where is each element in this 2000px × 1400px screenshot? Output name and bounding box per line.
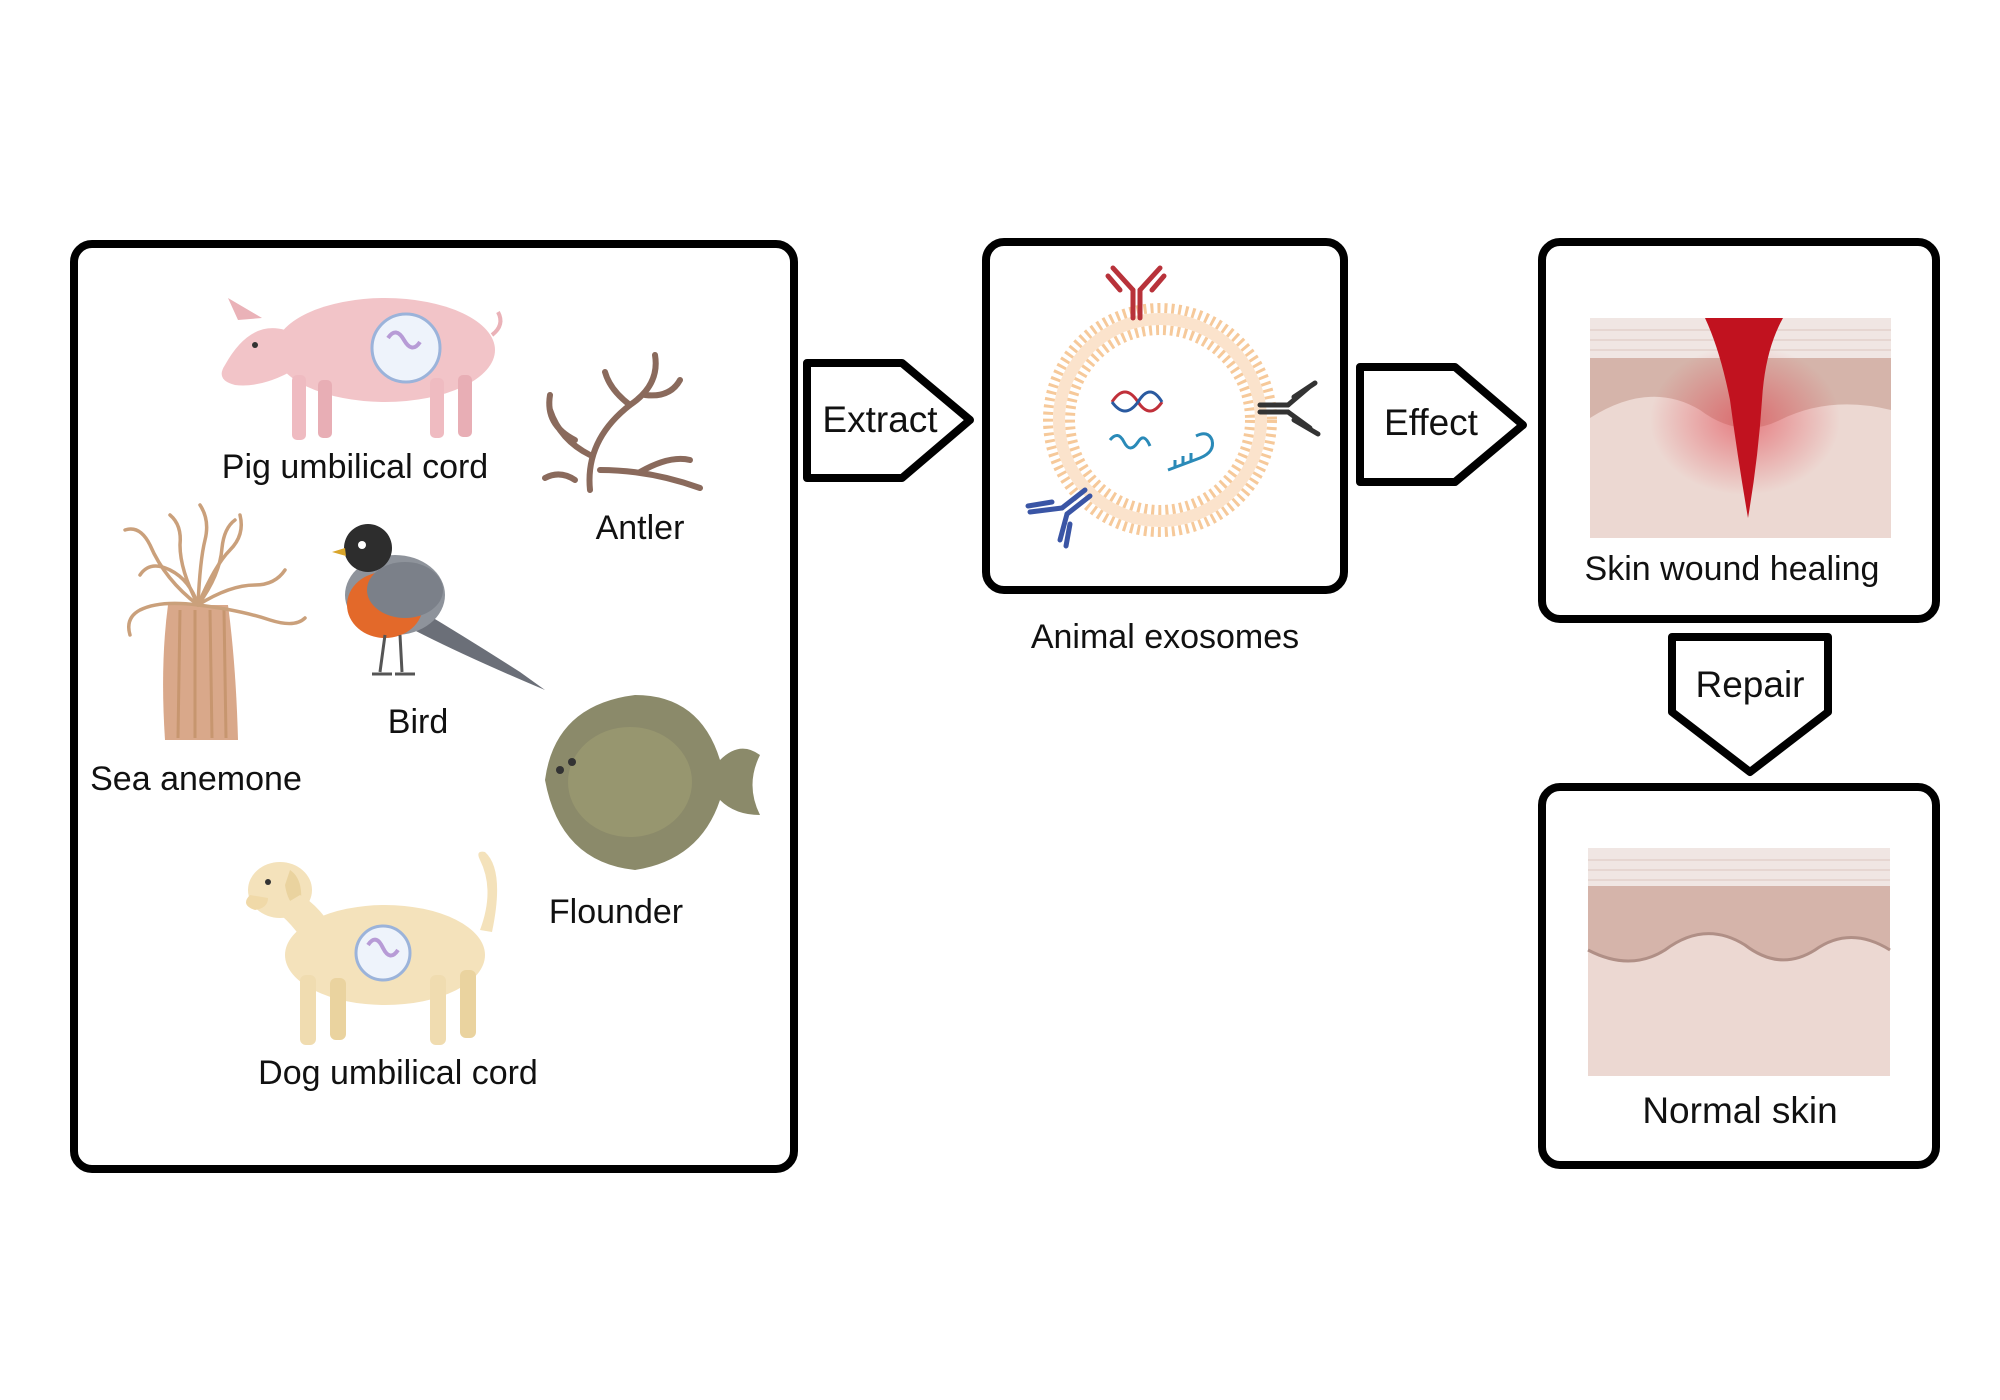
wound-cut-icon — [1705, 318, 1783, 518]
flounder-icon — [545, 695, 760, 870]
label-bird: Bird — [387, 703, 449, 741]
label-pig-umbilical-cord: Pig umbilical cord — [221, 448, 489, 486]
pig-icon — [221, 298, 503, 440]
label-extract: Extract — [822, 399, 938, 440]
mirna-icon — [1167, 432, 1214, 472]
effect-arrow — [1356, 363, 1527, 486]
label-effect: Effect — [1384, 402, 1478, 443]
label-normal-skin: Normal skin — [1642, 1090, 1838, 1131]
antibody-right-icon — [1257, 380, 1321, 437]
label-sea-anemone: Sea anemone — [90, 760, 302, 798]
antibody-left-icon — [1025, 487, 1093, 549]
antler-icon — [542, 352, 703, 493]
antibody-top-icon — [1105, 265, 1167, 321]
dna-icon — [1110, 390, 1164, 413]
sea-anemone-icon — [123, 503, 307, 740]
label-repair: Repair — [1695, 664, 1805, 705]
bird-icon — [332, 524, 545, 690]
label-skin-wound-healing: Skin wound healing — [1584, 550, 1880, 588]
label-flounder: Flounder — [548, 893, 684, 931]
label-animal-exosomes: Animal exosomes — [1030, 618, 1300, 656]
label-dog-umbilical-cord: Dog umbilical cord — [258, 1054, 538, 1092]
rna-icon — [1108, 434, 1152, 450]
repair-arrow — [1668, 633, 1832, 776]
dog-icon — [246, 851, 498, 1045]
label-antler: Antler — [595, 509, 685, 547]
extract-arrow — [803, 359, 974, 482]
